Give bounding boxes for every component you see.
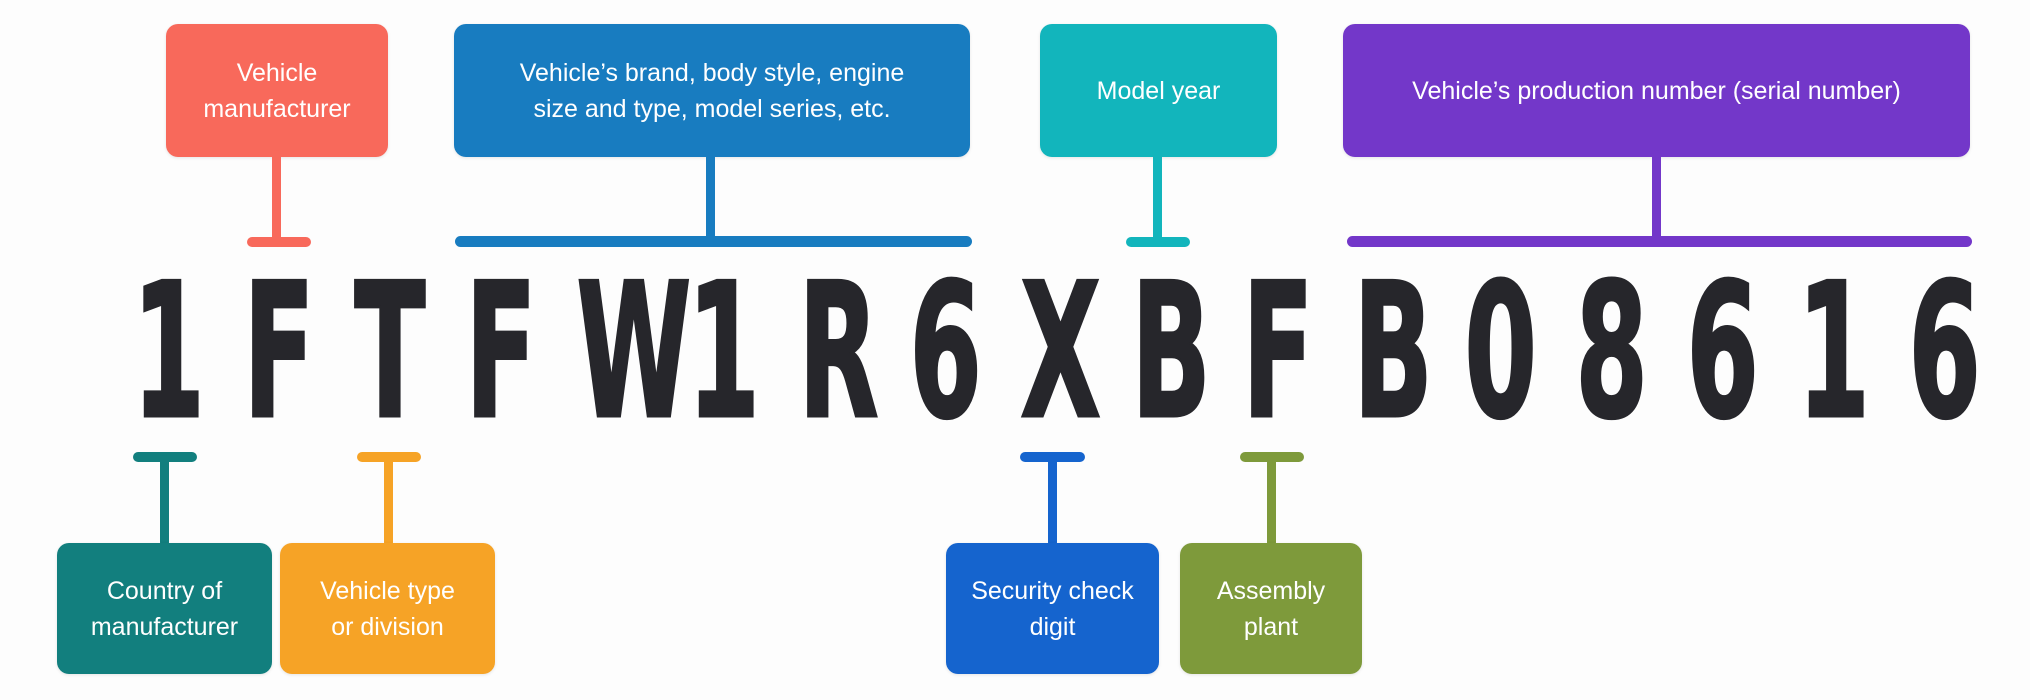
callout-vehicle-type-line1: Vehicle type [320, 576, 455, 605]
vin-char-6: 1 [687, 243, 761, 460]
brand-body-style-stem [706, 150, 715, 242]
vin-char-13: 0 [1464, 243, 1538, 460]
vin-char-15: 6 [1686, 243, 1760, 460]
vehicle-manufacturer-stem [272, 150, 281, 246]
callout-vehicle-manufacturer: Vehicle manufacturer [166, 24, 388, 157]
vehicle-type-stem [384, 455, 393, 547]
vin-char-2: F [243, 243, 316, 460]
callout-security-check-digit-line2: digit [1029, 612, 1076, 641]
vin-char-10: B [1131, 243, 1212, 460]
callout-production-number: Vehicle’s production number (serial numb… [1343, 24, 1970, 157]
callout-brand-body-style-line2: size and type, model series, etc. [533, 94, 891, 123]
vehicle-manufacturer-tick [247, 237, 311, 247]
callout-country-of-manufacturer-line2: manufacturer [90, 612, 239, 641]
country-of-manufacturer-stem [160, 455, 169, 547]
vin-char-11: F [1242, 243, 1315, 460]
callout-model-year-line1: Model year [1096, 76, 1221, 105]
assembly-plant-stem [1267, 455, 1276, 547]
callout-brand-body-style: Vehicle’s brand, body style, engine size… [454, 24, 970, 157]
callout-country-of-manufacturer-line1: Country of [106, 576, 223, 605]
production-number-stem [1652, 150, 1661, 242]
vin-char-14: 8 [1575, 243, 1649, 460]
callout-vehicle-type: Vehicle type or division [280, 543, 495, 674]
vin-char-5: W [576, 243, 693, 460]
callout-assembly-plant-line1: Assembly [1216, 576, 1326, 605]
vin-char-1: 1 [132, 243, 206, 460]
callout-vehicle-manufacturer-line2: manufacturer [203, 94, 351, 123]
production-number-bracket [1347, 236, 1972, 247]
callout-country-of-manufacturer: Country of manufacturer [57, 543, 272, 674]
vin-char-8: 6 [909, 243, 983, 460]
vin-char-3: T [354, 243, 427, 460]
vin-char-16: 1 [1797, 243, 1871, 460]
vin-char-7: R [798, 243, 880, 460]
callout-vehicle-manufacturer-line1: Vehicle [236, 58, 318, 87]
brand-body-style-bracket [455, 236, 972, 247]
vin-char-17: 6 [1908, 243, 1982, 460]
callout-brand-body-style-line1: Vehicle’s brand, body style, engine [519, 58, 905, 87]
vin-number: 1 F T F W 1 R 6 X B F B 0 8 6 1 6 [108, 243, 1995, 460]
callout-security-check-digit-line1: Security check [971, 576, 1134, 605]
callout-assembly-plant: Assembly plant [1180, 543, 1362, 674]
model-year-tick [1126, 237, 1190, 247]
model-year-stem [1153, 150, 1162, 246]
callout-production-number-line1: Vehicle’s production number (serial numb… [1412, 76, 1901, 105]
vin-char-4: F [465, 243, 538, 460]
vin-char-12: B [1353, 243, 1434, 460]
callout-security-check-digit: Security check digit [946, 543, 1159, 674]
callout-model-year: Model year [1040, 24, 1277, 157]
callout-vehicle-type-line2: or division [331, 612, 444, 641]
vin-char-9: X [1020, 243, 1102, 460]
callout-assembly-plant-line2: plant [1243, 612, 1299, 641]
security-check-digit-stem [1048, 455, 1057, 547]
